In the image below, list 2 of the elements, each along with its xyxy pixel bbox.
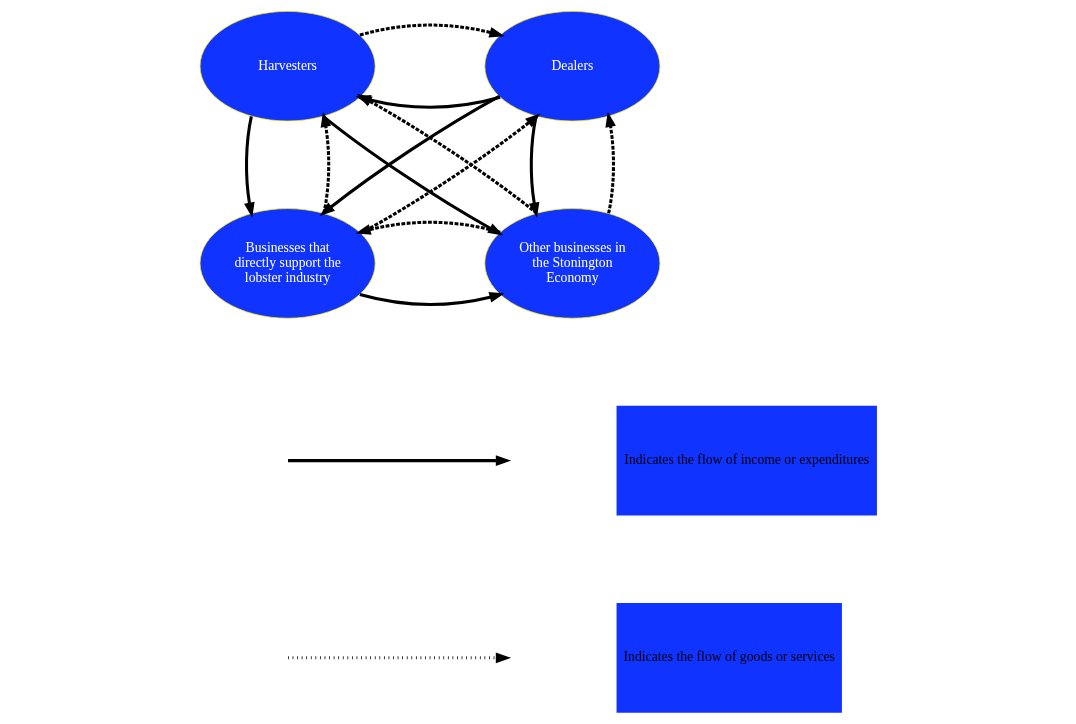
legend-label: Indicates the flow of goods or services: [623, 649, 835, 665]
legend-label: Indicates the flow of income or expenditures: [623, 451, 869, 467]
